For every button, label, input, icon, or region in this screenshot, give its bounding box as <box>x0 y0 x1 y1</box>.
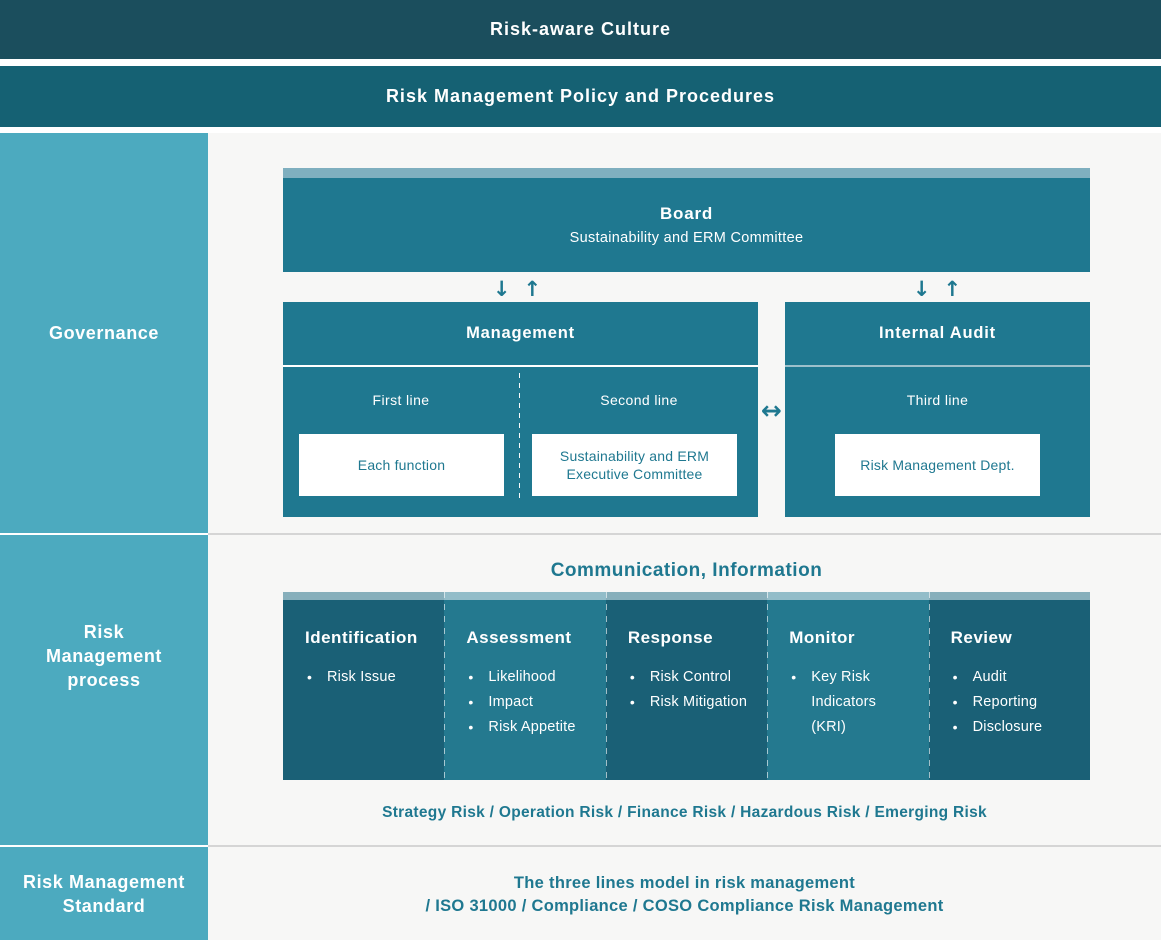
divider-main-segment <box>208 845 1161 847</box>
board-management-arrows: ↓ ↑ <box>477 275 557 303</box>
divider-sidebar-segment <box>0 533 208 535</box>
communication-information-title: Communication, Information <box>550 560 823 581</box>
erm-executive-committee-box: Sustainability and ERM Executive Committ… <box>532 434 737 496</box>
column-body: Response Risk Control Risk Mitigation <box>605 600 768 780</box>
section-divider <box>0 533 1161 535</box>
section-divider <box>0 845 1161 847</box>
list-item: Impact <box>466 690 597 715</box>
banner-culture-label: Risk-aware Culture <box>489 19 672 39</box>
list-item: Risk Control <box>628 665 759 690</box>
third-line-label: Third line <box>906 392 969 408</box>
risk-types-line: Strategy Risk / Operation Risk / Finance… <box>382 804 987 821</box>
list-item: Risk Issue <box>305 665 436 690</box>
column-items: Audit Reporting Disclosure <box>951 665 1082 740</box>
internal-audit-title-rule <box>785 365 1090 367</box>
divider-main-segment <box>208 533 1161 535</box>
risk-policy-banner: Risk Management Policy and Procedures <box>0 66 1161 127</box>
management-box: Management First line Second line Each f… <box>283 302 758 517</box>
column-top-strip <box>767 592 929 600</box>
each-function-box: Each function <box>299 434 504 496</box>
list-item: Risk Appetite <box>466 715 597 740</box>
standard-line-2: / ISO 31000 / Compliance / COSO Complian… <box>425 897 944 915</box>
column-items: Risk Issue <box>305 665 436 690</box>
sidebar-process-label: Risk Management process <box>45 622 163 690</box>
column-top-strip <box>928 592 1091 600</box>
column-top-strip <box>283 592 445 600</box>
board-internal-audit-arrows: ↓ ↑ <box>897 275 977 303</box>
board-top-strip <box>283 168 1090 178</box>
column-items: Key Risk Indicators (KRI) <box>789 665 920 740</box>
column-body: Identification Risk Issue <box>283 600 445 780</box>
management-audit-link: ↔ <box>750 396 793 424</box>
column-top-strip <box>605 592 768 600</box>
process-column-assessment: Assessment Likelihood Impact Risk Appeti… <box>444 592 606 780</box>
board-box: Board Sustainability and ERM Committee <box>283 168 1090 272</box>
board-body: Board Sustainability and ERM Committee <box>283 178 1090 272</box>
down-arrow-icon: ↓ <box>492 276 511 301</box>
column-title: Review <box>950 628 1013 647</box>
sidebar-governance-label: Governance <box>48 323 160 343</box>
process-column-response: Response Risk Control Risk Mitigation <box>605 592 768 780</box>
process-column-review: Review Audit Reporting Disclosure <box>928 592 1091 780</box>
column-title: Monitor <box>789 628 856 647</box>
risk-process-band: Identification Risk Issue Assessment Lik… <box>283 592 1091 780</box>
sidebar-section-standard: Risk Management Standard <box>0 847 208 940</box>
column-body: Assessment Likelihood Impact Risk Appeti… <box>444 600 606 780</box>
up-arrow-icon: ↑ <box>943 276 962 301</box>
down-arrow-icon: ↓ <box>912 276 931 301</box>
column-body: Monitor Key Risk Indicators (KRI) <box>767 600 929 780</box>
process-column-monitor: Monitor Key Risk Indicators (KRI) <box>767 592 929 780</box>
risk-management-standard-text: The three lines model in risk management… <box>208 872 1161 918</box>
list-item: Audit <box>951 665 1082 690</box>
first-line-label: First line <box>372 392 430 408</box>
banner-policy-label: Risk Management Policy and Procedures <box>385 86 776 106</box>
list-item: Risk Mitigation <box>628 690 759 715</box>
sidebar-section-governance: Governance <box>0 133 208 533</box>
up-arrow-icon: ↑ <box>523 276 542 301</box>
column-title: Identification <box>305 628 418 647</box>
list-item: Reporting <box>951 690 1082 715</box>
list-item: Likelihood <box>466 665 597 690</box>
column-items: Likelihood Impact Risk Appetite <box>466 665 597 740</box>
divider-sidebar-segment <box>0 845 208 847</box>
standard-line-1: The three lines model in risk management <box>513 874 856 892</box>
board-subtitle: Sustainability and ERM Committee <box>569 230 804 246</box>
column-title: Assessment <box>466 628 572 647</box>
internal-audit-title: Internal Audit <box>879 324 996 342</box>
risk-aware-culture-banner: Risk-aware Culture <box>0 0 1161 59</box>
column-items: Risk Control Risk Mitigation <box>628 665 759 715</box>
risk-management-dept-box: Risk Management Dept. <box>835 434 1040 496</box>
sidebar-standard-label: Risk Management Standard <box>22 871 186 916</box>
management-title: Management <box>466 324 575 342</box>
column-title: Response <box>627 628 714 647</box>
management-title-rule <box>283 365 758 367</box>
column-top-strip <box>444 592 606 600</box>
second-line-label: Second line <box>600 392 678 408</box>
sidebar-section-process: Risk Management process <box>0 535 208 845</box>
column-body: Review Audit Reporting Disclosure <box>928 600 1091 780</box>
internal-audit-box: Internal Audit Third line Risk Managemen… <box>785 302 1090 517</box>
process-column-identification: Identification Risk Issue <box>283 592 445 780</box>
list-item: Key Risk Indicators (KRI) <box>789 665 889 740</box>
first-second-line-divider <box>519 373 520 499</box>
list-item: Disclosure <box>951 715 1082 740</box>
double-arrow-icon: ↔ <box>761 395 782 425</box>
board-title: Board <box>659 204 714 223</box>
